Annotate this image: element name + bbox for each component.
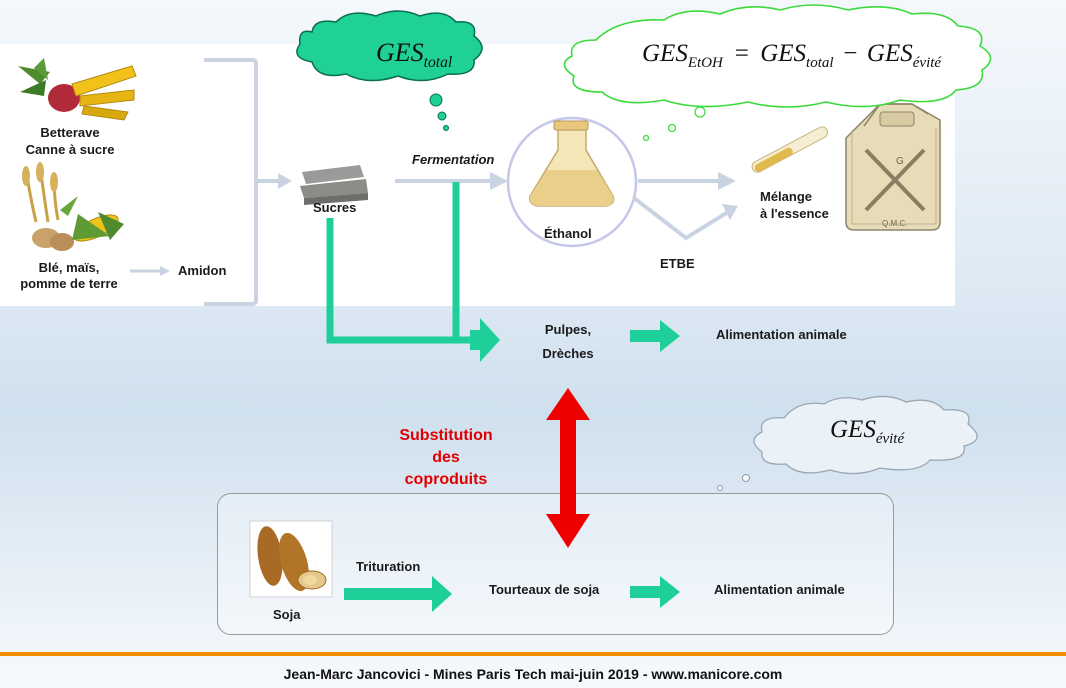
tourteaux-arrow [630, 586, 664, 598]
bubble-evite-1 [742, 474, 750, 482]
etbe-label: ETBE [660, 256, 695, 271]
pulpes-dreches-label: Pulpes, Drèches [542, 322, 594, 361]
bubble-medium [437, 111, 447, 121]
bubble-etoh-3 [642, 134, 650, 142]
sucres-green-flow [326, 218, 470, 344]
ges-etoh-formula: GESEtOH = GEStotal − GESévité [642, 40, 942, 71]
soja-label: Soja [273, 607, 301, 622]
crop-label-sugar: Betterave Canne à sucre [25, 125, 115, 157]
trituration-label: Trituration [356, 559, 421, 574]
ges-evite-formula: GESévité [830, 416, 905, 447]
svg-text:G: G [896, 156, 904, 167]
cloud-ges-etoh [563, 4, 992, 108]
alimentation-animale-label-2: Alimentation animale [714, 582, 845, 597]
footer-divider [0, 652, 1066, 656]
melange-label: Mélange à l'essence [760, 189, 829, 221]
beet-cane-icon [18, 58, 137, 121]
svg-text:Q.M.C.: Q.M.C. [882, 219, 907, 228]
bubble-etoh-1 [694, 106, 706, 118]
test-tube-icon [751, 126, 828, 173]
cloud-ges-total [296, 10, 483, 82]
trituration-arrow [344, 588, 436, 600]
etbe-arrow [632, 196, 730, 241]
bubble-large [429, 93, 443, 107]
bubble-etoh-2 [667, 123, 677, 133]
sucres-icon [300, 165, 368, 205]
flask-icon [528, 120, 615, 207]
tourteaux-label: Tourteaux de soja [489, 582, 600, 597]
ges-total-formula: GEStotal [376, 38, 453, 71]
amidon-label: Amidon [178, 263, 227, 278]
fermentation-label: Fermentation [412, 152, 495, 167]
ethanol-label: Éthanol [544, 226, 592, 241]
soy-photo [249, 520, 333, 598]
substitution-label: Substitution des coproduits [399, 427, 493, 488]
jerrycan-icon: G Q.M.C. [845, 103, 941, 231]
sucres-label: Sucres [313, 200, 357, 215]
crop-label-starch: Blé, maïs, pomme de terre [20, 260, 118, 291]
wheat-corn-potato-icon [22, 162, 124, 251]
substitution-arrow [546, 388, 590, 548]
footer-credit: Jean-Marc Jancovici - Mines Paris Tech m… [283, 666, 783, 682]
pulpes-arrow [630, 330, 664, 342]
bubble-evite-2 [717, 485, 723, 491]
alimentation-animale-label-1: Alimentation animale [716, 327, 847, 342]
bubble-small [443, 125, 449, 131]
cloud-ges-evite [753, 395, 978, 475]
